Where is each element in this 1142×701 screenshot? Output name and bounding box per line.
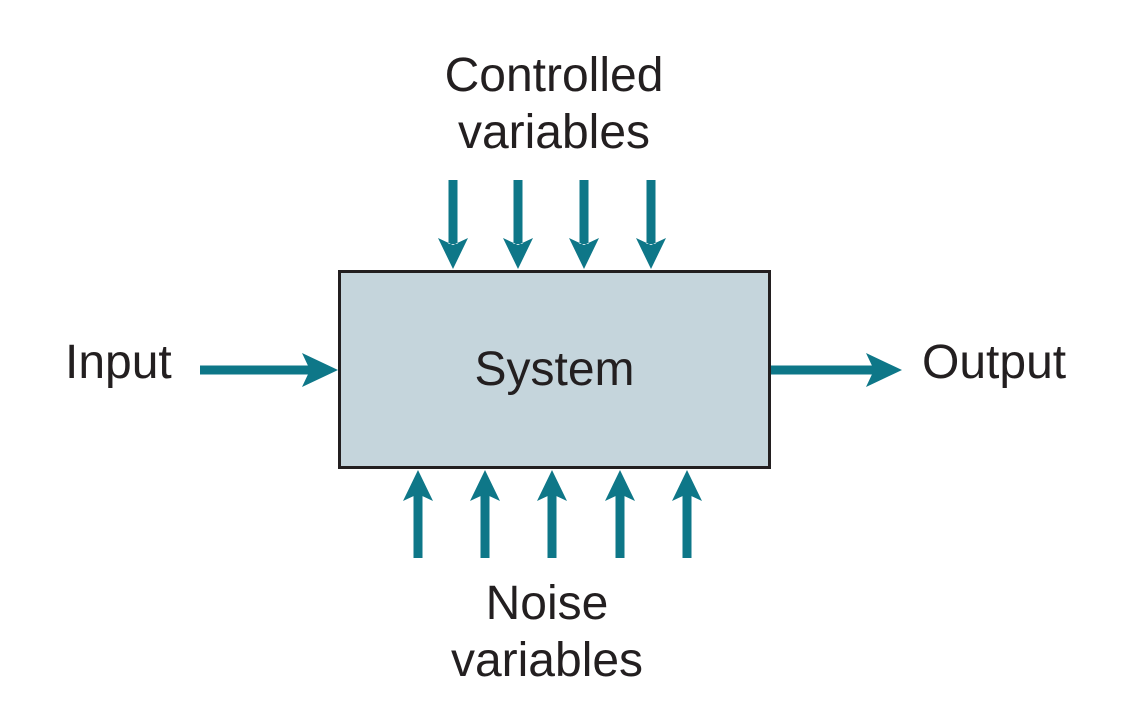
controlled-variables-line2: variables [457, 106, 651, 159]
noise-variables-line2: variables [450, 634, 644, 687]
controlled-variables-label: Controlled variables [445, 47, 664, 161]
noise-variables-label: Noise variables [451, 575, 643, 689]
output-arrow [770, 353, 902, 387]
noise-arrow-1 [403, 470, 433, 558]
controlled-variables-line1: Controlled [444, 49, 664, 102]
noise-arrow-3 [537, 470, 567, 558]
noise-arrow-2 [470, 470, 500, 558]
input-label: Input [65, 336, 172, 389]
controlled-arrow-4 [636, 180, 666, 269]
system-box-label: System [474, 342, 635, 396]
noise-variables-line1: Noise [485, 577, 609, 630]
output-label: Output [922, 336, 1067, 389]
controlled-arrow-1 [438, 180, 468, 269]
controlled-arrow-3 [569, 180, 599, 269]
controlled-arrow-2 [503, 180, 533, 269]
noise-arrow-4 [605, 470, 635, 558]
noise-arrow-5 [672, 470, 702, 558]
system-box: System [338, 270, 771, 469]
input-arrow [200, 353, 338, 387]
